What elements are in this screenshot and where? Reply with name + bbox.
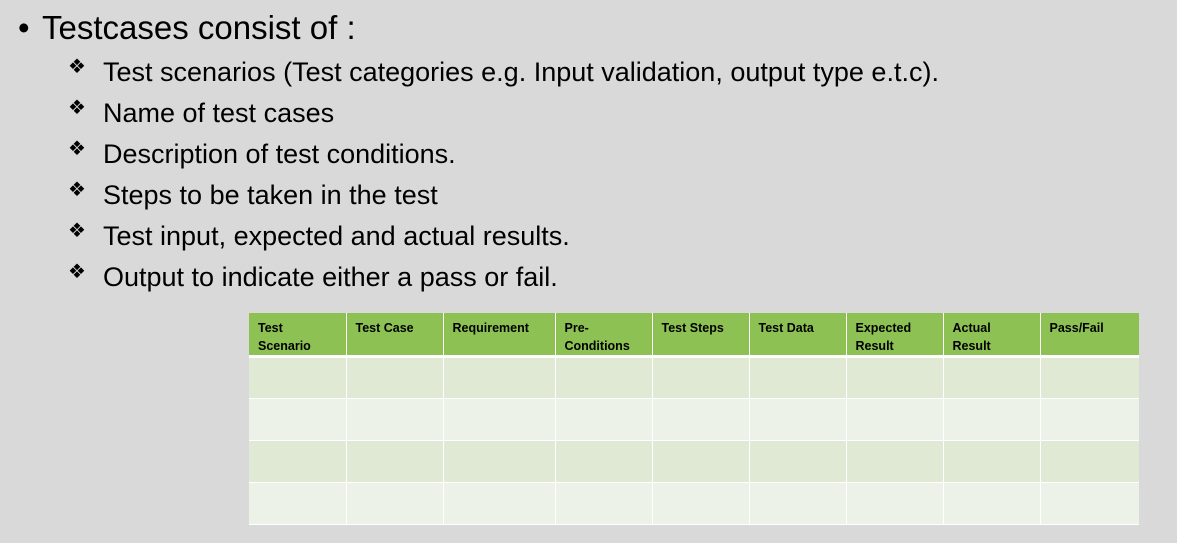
table-cell bbox=[555, 398, 653, 441]
sub-bullet-list: ❖ Test scenarios (Test categories e.g. I… bbox=[68, 54, 939, 300]
list-item-text: Output to indicate either a pass or fail… bbox=[103, 262, 558, 292]
table-row bbox=[249, 398, 1139, 441]
table-cell bbox=[846, 440, 944, 483]
table-cell bbox=[943, 398, 1041, 441]
table-cell bbox=[652, 440, 750, 483]
list-item: ❖ Test input, expected and actual result… bbox=[68, 218, 939, 259]
list-item: ❖ Description of test conditions. bbox=[68, 136, 939, 177]
table-cell bbox=[1040, 482, 1139, 525]
table-cell bbox=[249, 482, 347, 525]
table-cell bbox=[846, 356, 944, 399]
table-cell bbox=[749, 356, 847, 399]
table-cell bbox=[846, 482, 944, 525]
bullet-dot: • bbox=[18, 9, 30, 46]
table-header-cell: Test Data bbox=[749, 313, 847, 358]
table-cell bbox=[249, 356, 347, 399]
list-item-text: Description of test conditions. bbox=[103, 139, 456, 169]
table-cell bbox=[749, 482, 847, 525]
table-cell bbox=[652, 398, 750, 441]
list-item: ❖ Steps to be taken in the test bbox=[68, 177, 939, 218]
table-row bbox=[249, 440, 1139, 483]
table-cell bbox=[249, 440, 347, 483]
table-cell bbox=[443, 356, 556, 399]
diamond-bullet-icon: ❖ bbox=[68, 97, 86, 119]
table-cell bbox=[249, 398, 347, 441]
table-cell bbox=[652, 356, 750, 399]
table-header-cell: Actual Result bbox=[943, 313, 1041, 358]
table-cell bbox=[943, 440, 1041, 483]
slide-heading: Testcases consist of : bbox=[42, 9, 356, 46]
list-item: ❖ Output to indicate either a pass or fa… bbox=[68, 259, 939, 300]
table-header-cell: Expected Result bbox=[846, 313, 944, 358]
table-cell bbox=[346, 356, 444, 399]
table-row bbox=[249, 482, 1139, 525]
list-item-text: Steps to be taken in the test bbox=[103, 180, 438, 210]
table-cell bbox=[652, 482, 750, 525]
table-cell bbox=[443, 440, 556, 483]
table-cell bbox=[346, 440, 444, 483]
diamond-bullet-icon: ❖ bbox=[68, 220, 86, 242]
table-header-cell: Pre- Conditions bbox=[555, 313, 653, 358]
table-cell bbox=[749, 440, 847, 483]
table-cell bbox=[846, 398, 944, 441]
list-item: ❖ Test scenarios (Test categories e.g. I… bbox=[68, 54, 939, 95]
table-row bbox=[249, 356, 1139, 399]
table-cell bbox=[1040, 398, 1139, 441]
list-item-text: Name of test cases bbox=[103, 98, 335, 128]
diamond-bullet-icon: ❖ bbox=[68, 261, 86, 283]
table-cell bbox=[943, 482, 1041, 525]
table-cell bbox=[943, 356, 1041, 399]
list-item-text: Test scenarios (Test categories e.g. Inp… bbox=[103, 57, 939, 87]
table-cell bbox=[346, 482, 444, 525]
list-item-text: Test input, expected and actual results. bbox=[103, 221, 570, 251]
table-header-cell: Requirement bbox=[443, 313, 556, 358]
table-cell bbox=[443, 482, 556, 525]
table-cell bbox=[555, 440, 653, 483]
diamond-bullet-icon: ❖ bbox=[68, 138, 86, 160]
table-cell bbox=[555, 482, 653, 525]
table-cell bbox=[749, 398, 847, 441]
table-header-cell: Test Steps bbox=[652, 313, 750, 358]
main-bullet: • Testcases consist of : bbox=[18, 8, 356, 48]
diamond-bullet-icon: ❖ bbox=[68, 179, 86, 201]
table-cell bbox=[1040, 440, 1139, 483]
list-item: ❖ Name of test cases bbox=[68, 95, 939, 136]
table-header-cell: Pass/Fail bbox=[1040, 313, 1139, 358]
table-header-cell: Test Case bbox=[346, 313, 444, 358]
table-header-cell: Test Scenario bbox=[249, 313, 347, 358]
diamond-bullet-icon: ❖ bbox=[68, 56, 86, 78]
table-cell bbox=[555, 356, 653, 399]
table-cell bbox=[1040, 356, 1139, 399]
table-cell bbox=[346, 398, 444, 441]
table-cell bbox=[443, 398, 556, 441]
